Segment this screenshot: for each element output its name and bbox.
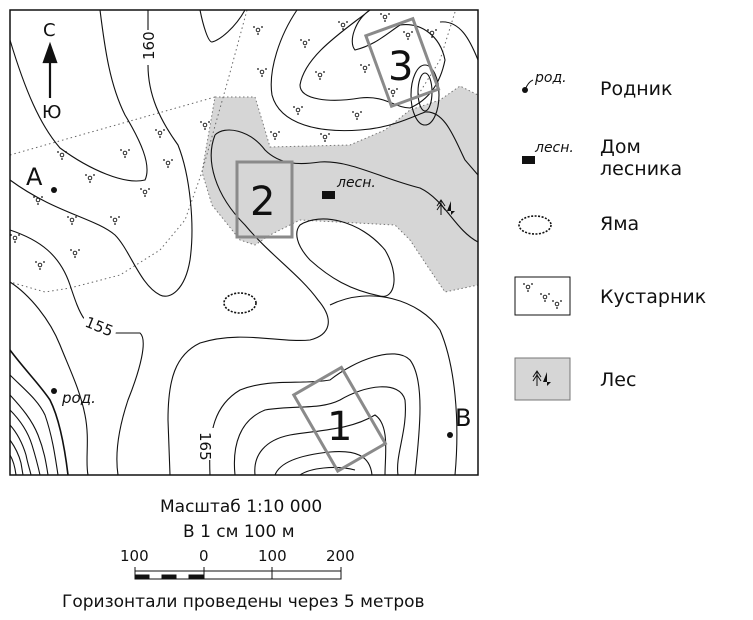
contour-interval-note: Горизонтали проведены через 5 метров bbox=[62, 592, 425, 612]
point-b-label: В bbox=[455, 404, 471, 432]
legend-forest-label: Лес bbox=[600, 369, 637, 391]
north-label: С bbox=[43, 20, 56, 41]
spring-label: род. bbox=[61, 389, 96, 407]
north-arrow-icon bbox=[42, 41, 58, 98]
legend-shrub-icon bbox=[514, 276, 571, 316]
legend-spring-symbol-text: род. bbox=[534, 70, 567, 86]
map-frame bbox=[9, 9, 479, 476]
legend-house-label-1: Дом bbox=[600, 136, 641, 158]
legend-house-label-2: лесника bbox=[600, 158, 683, 180]
scale-tick-0: 0 bbox=[199, 547, 209, 565]
area-2: 2 bbox=[235, 160, 294, 239]
scale-title: Масштаб 1:10 000 bbox=[160, 497, 323, 517]
forester-house-marker bbox=[322, 191, 335, 199]
area-3: 3 bbox=[363, 16, 441, 109]
contour-label-165: 165 bbox=[196, 432, 214, 461]
contour-lines bbox=[9, 9, 479, 476]
svg-text:3: 3 bbox=[388, 44, 413, 90]
scale-tick-100: 100 bbox=[258, 547, 287, 565]
point-b-dot bbox=[447, 432, 453, 438]
scale-subtitle: В 1 см 100 м bbox=[183, 522, 295, 542]
spring-marker bbox=[51, 388, 57, 394]
south-label: Ю bbox=[42, 102, 61, 123]
point-a-dot bbox=[51, 187, 57, 193]
legend-pit-label: Яма bbox=[600, 213, 640, 235]
legend-spring-label: Родник bbox=[600, 78, 673, 100]
svg-text:2: 2 bbox=[250, 179, 275, 225]
svg-text:1: 1 bbox=[327, 404, 352, 450]
legend-pit-icon bbox=[518, 215, 552, 235]
legend-house-symbol-text: лесн. bbox=[534, 140, 574, 156]
shrub-boundaries bbox=[9, 9, 456, 293]
area-1: 1 bbox=[291, 365, 388, 474]
scale-tick-200: 200 bbox=[326, 547, 355, 565]
legend-house-icon bbox=[522, 156, 535, 164]
scale-tick-100-left: 100 bbox=[120, 547, 149, 565]
pit-symbol bbox=[223, 292, 257, 314]
forester-label: лесн. bbox=[336, 175, 376, 191]
legend-shrub-label: Кустарник bbox=[600, 286, 707, 308]
legend-forest-icon bbox=[514, 357, 571, 401]
point-a-label: А bbox=[26, 163, 43, 191]
forest-area bbox=[201, 85, 479, 293]
contour-label-160: 160 bbox=[140, 31, 158, 60]
scale-bar bbox=[134, 567, 342, 580]
